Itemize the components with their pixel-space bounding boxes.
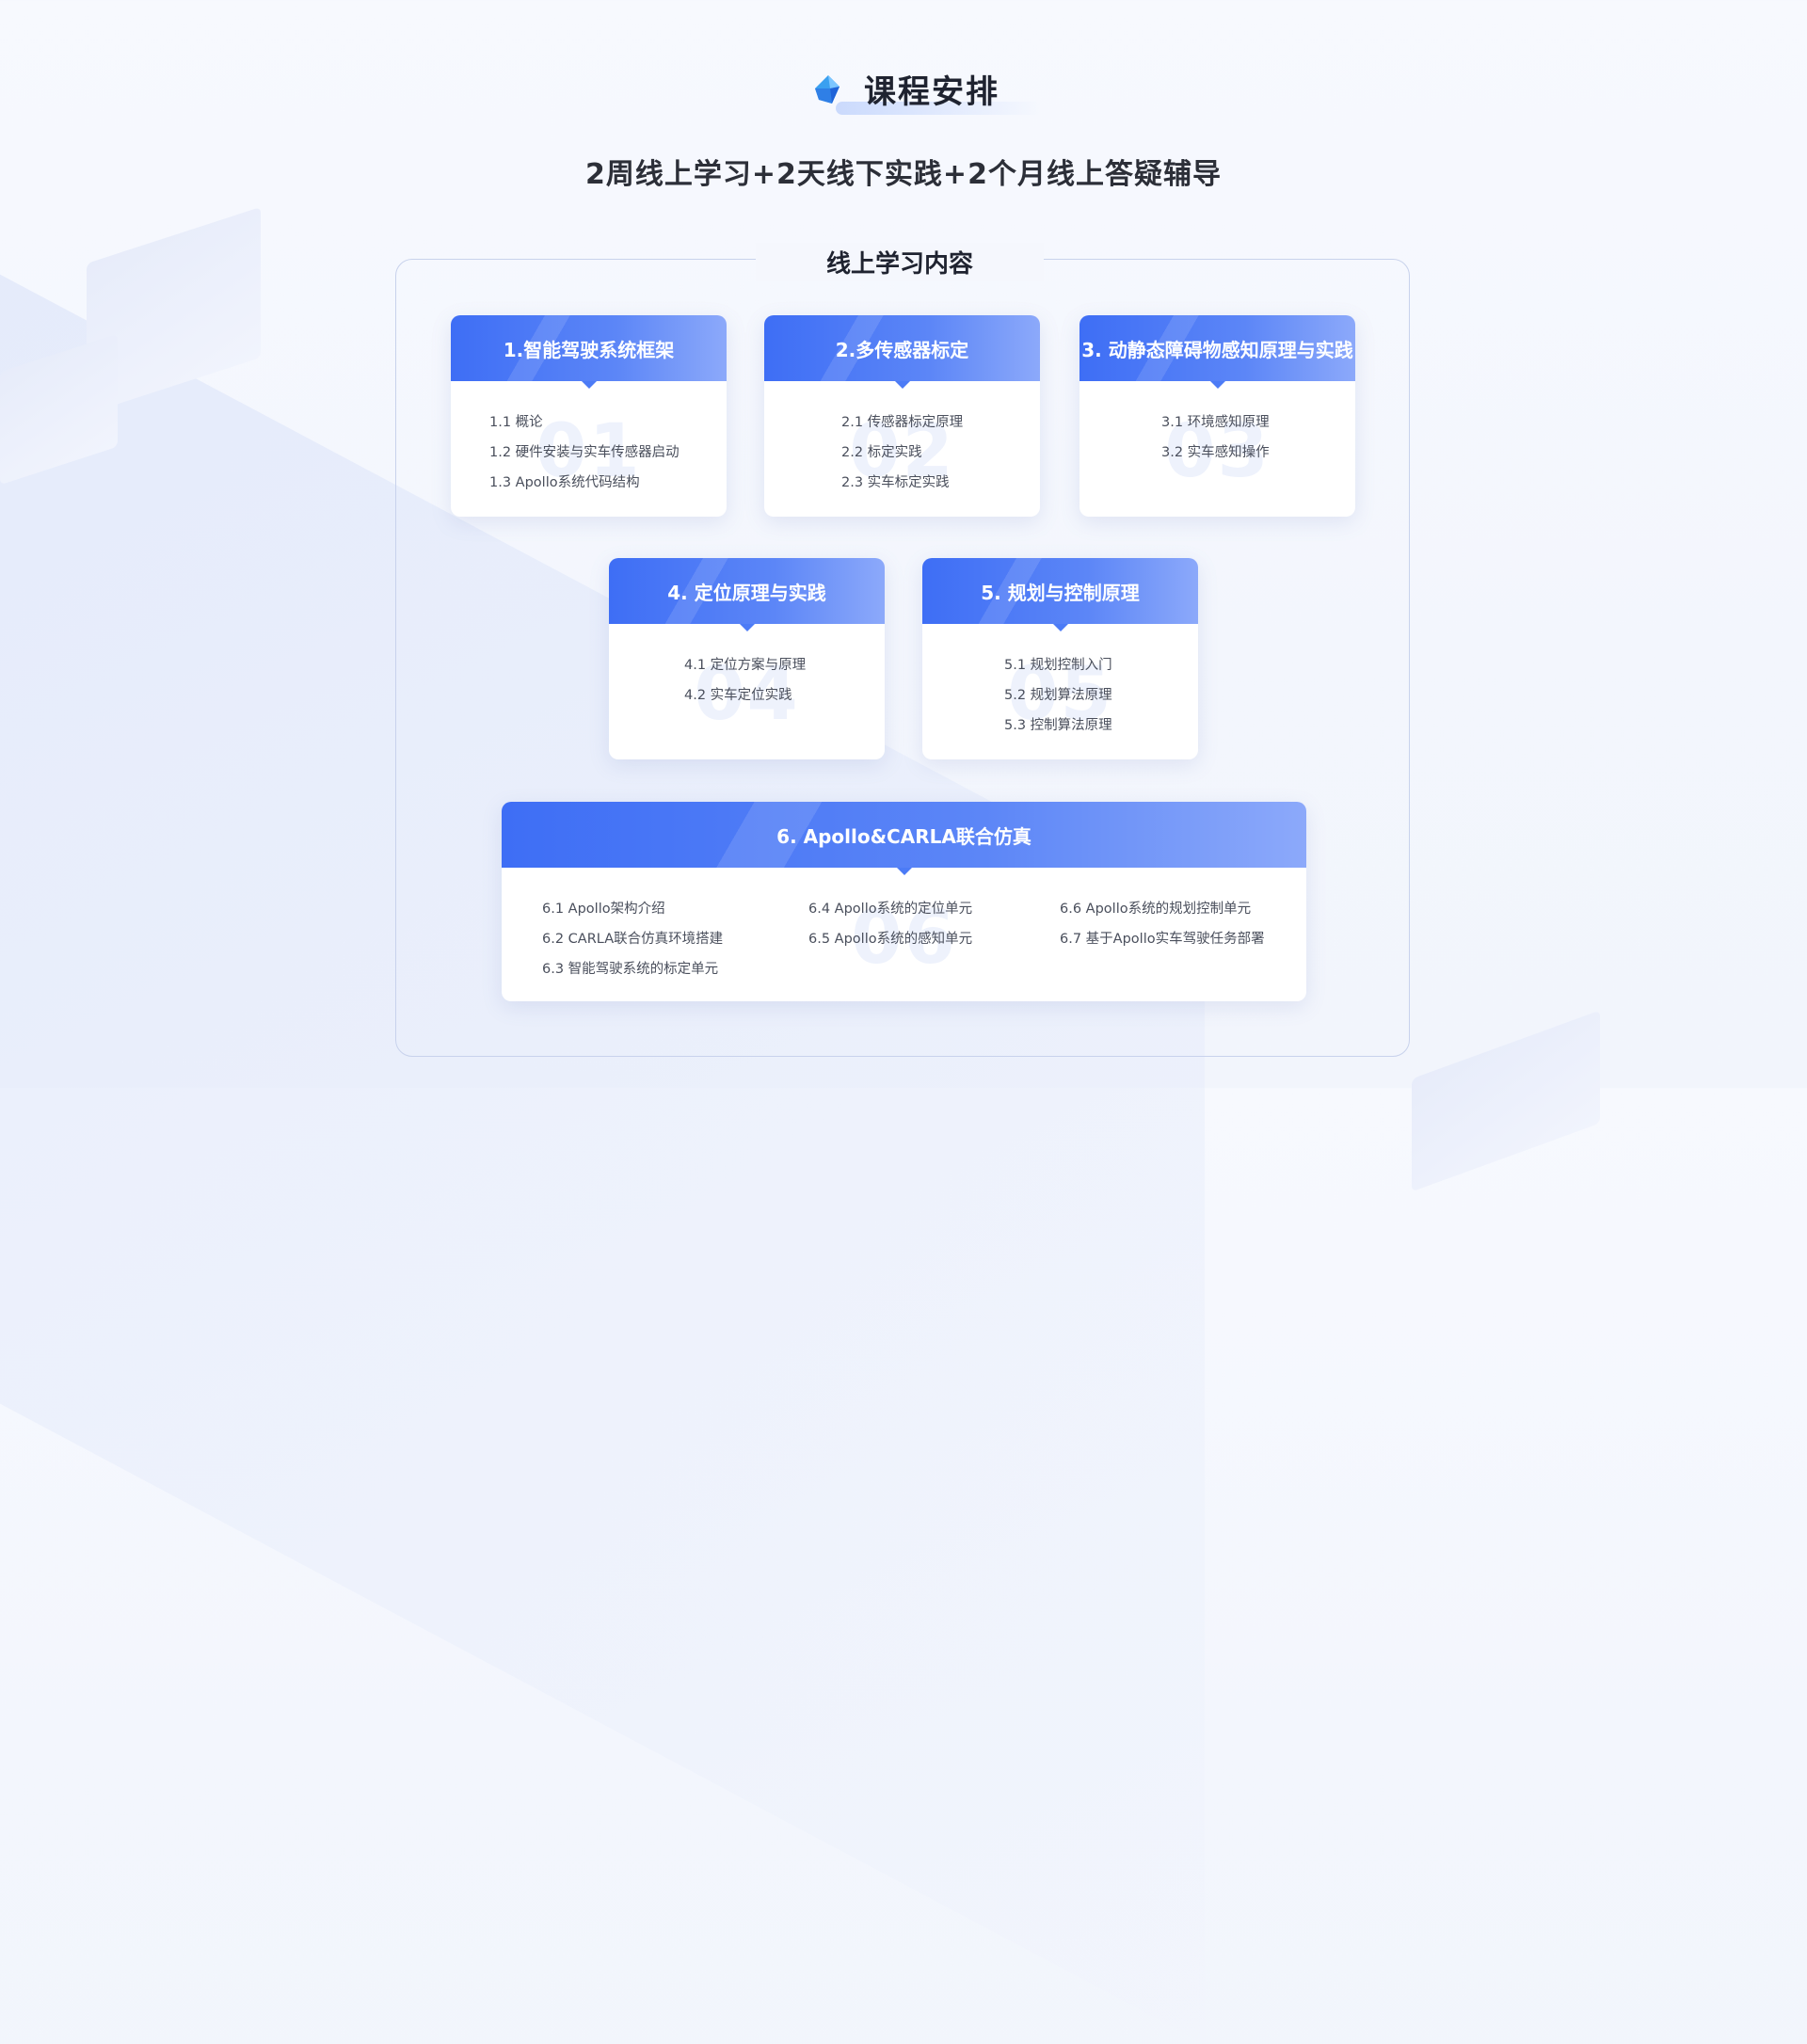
module-item-list: 4.1 定位方案与原理 4.2 实车定位实践 (609, 650, 885, 711)
module-card-header: 3. 动静态障碍物感知原理与实践 (1079, 315, 1355, 389)
list-item: 3.1 环境感知原理 (1161, 415, 1270, 430)
module-card-body: 03 3.1 环境感知原理 3.2 实车感知操作 (1079, 381, 1355, 494)
module-watermark: 03 (1164, 409, 1271, 494)
module-watermark: 06 (851, 896, 957, 981)
list-item: 6.7 基于Apollo实车驾驶任务部署 (1060, 932, 1265, 947)
list-item: 3.2 实车感知操作 (1161, 445, 1270, 460)
module-title: 4. 定位原理与实践 (667, 581, 826, 604)
module-card-body: 05 5.1 规划控制入门 5.2 规划算法原理 5.3 控制算法原理 (922, 624, 1198, 741)
module-card-5: 5. 规划与控制原理 05 5.1 规划控制入门 5.2 规划算法原理 5.3 … (922, 558, 1198, 759)
module-card-header: 5. 规划与控制原理 (922, 558, 1198, 631)
list-item: 5.2 规划算法原理 (1004, 688, 1112, 703)
list-item: 4.1 定位方案与原理 (684, 658, 807, 673)
list-item: 2.2 标定实践 (841, 445, 922, 460)
module-column: 6.6 Apollo系统的规划控制单元 6.7 基于Apollo实车驾驶任务部署 (1060, 894, 1286, 984)
module-title: 6. Apollo&CARLA联合仿真 (776, 824, 1031, 848)
list-item: 6.6 Apollo系统的规划控制单元 (1060, 902, 1252, 917)
module-card-header: 1.智能驾驶系统框架 (451, 315, 727, 389)
list-item: 6.2 CARLA联合仿真环境搭建 (542, 932, 724, 947)
list-item: 6.3 智能驾驶系统的标定单元 (542, 962, 719, 977)
module-card-body: 06 6.1 Apollo架构介绍 6.2 CARLA联合仿真环境搭建 6.3 … (502, 868, 1306, 984)
module-card-2: 2.多传感器标定 02 2.1 传感器标定原理 2.2 标定实践 2.3 实车标… (764, 315, 1040, 517)
module-card-body: 04 4.1 定位方案与原理 4.2 实车定位实践 (609, 624, 885, 737)
list-item: 1.1 概论 (489, 415, 543, 430)
list-item: 6.4 Apollo系统的定位单元 (808, 902, 973, 917)
page-title: 课程安排 (864, 73, 999, 111)
module-item-list: 3.1 环境感知原理 3.2 实车感知操作 (1079, 407, 1355, 468)
gem-icon (815, 74, 840, 104)
page-subtitle: 2周线上学习+2天线下实践+2个月线上答疑辅导 (585, 157, 1222, 191)
module-watermark: 02 (849, 409, 955, 494)
module-card-body: 02 2.1 传感器标定原理 2.2 标定实践 2.3 实车标定实践 (764, 381, 1040, 498)
list-item: 4.2 实车定位实践 (684, 688, 792, 703)
module-title: 3. 动静态障碍物感知原理与实践 (1081, 338, 1353, 361)
module-title: 2.多传感器标定 (835, 338, 969, 361)
list-item: 2.3 实车标定实践 (841, 475, 950, 490)
module-card-1: 1.智能驾驶系统框架 01 1.1 概论 1.2 硬件安装与实车传感器启动 1.… (451, 315, 727, 517)
module-card-header: 4. 定位原理与实践 (609, 558, 885, 631)
title-wrap: 课程安排 (808, 66, 1043, 115)
background-cube (87, 206, 261, 415)
background-cube (0, 333, 118, 486)
module-item-list: 5.1 规划控制入门 5.2 规划算法原理 5.3 控制算法原理 (922, 650, 1198, 741)
module-card-body: 01 1.1 概论 1.2 硬件安装与实车传感器启动 1.3 Apollo系统代… (451, 381, 727, 498)
module-card-6: 6. Apollo&CARLA联合仿真 06 6.1 Apollo架构介绍 6.… (502, 802, 1306, 1001)
module-watermark: 04 (694, 652, 800, 737)
title-underline (836, 102, 1043, 115)
module-card-header: 2.多传感器标定 (764, 315, 1040, 389)
header: 课程安排 2周线上学习+2天线下实践+2个月线上答疑辅导 (0, 66, 1807, 192)
list-item: 1.3 Apollo系统代码结构 (489, 475, 640, 490)
list-item: 5.1 规划控制入门 (1004, 658, 1112, 673)
background-cube (1412, 1010, 1600, 1192)
module-item-list: 1.1 概论 1.2 硬件安装与实车传感器启动 1.3 Apollo系统代码结构 (451, 407, 727, 498)
list-item: 5.3 控制算法原理 (1004, 718, 1112, 733)
list-item: 2.1 传感器标定原理 (841, 415, 964, 430)
module-column: 6.1 Apollo架构介绍 6.2 CARLA联合仿真环境搭建 6.3 智能驾… (542, 894, 808, 984)
module-card-4: 4. 定位原理与实践 04 4.1 定位方案与原理 4.2 实车定位实践 (609, 558, 885, 759)
module-card-3: 3. 动静态障碍物感知原理与实践 03 3.1 环境感知原理 3.2 实车感知操… (1079, 315, 1355, 517)
module-item-list: 2.1 传感器标定原理 2.2 标定实践 2.3 实车标定实践 (764, 407, 1040, 498)
list-item: 1.2 硬件安装与实车传感器启动 (489, 445, 680, 460)
module-watermark: 01 (536, 409, 642, 494)
list-item: 6.1 Apollo架构介绍 (542, 902, 665, 917)
module-column: 6.4 Apollo系统的定位单元 6.5 Apollo系统的感知单元 (808, 894, 1060, 984)
section-title: 线上学习内容 (756, 243, 1044, 281)
list-item: 6.5 Apollo系统的感知单元 (808, 932, 973, 947)
module-watermark: 05 (1007, 652, 1113, 737)
module-card-header: 6. Apollo&CARLA联合仿真 (502, 802, 1306, 875)
module-title: 5. 规划与控制原理 (981, 581, 1140, 604)
module-title: 1.智能驾驶系统框架 (503, 338, 675, 361)
module-columns: 6.1 Apollo架构介绍 6.2 CARLA联合仿真环境搭建 6.3 智能驾… (502, 894, 1306, 984)
